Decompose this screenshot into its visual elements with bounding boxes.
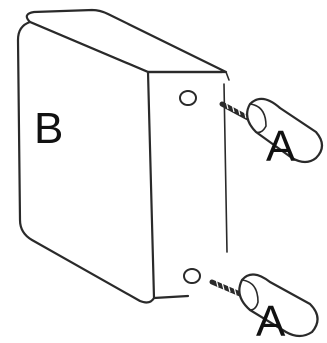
- screw-thread-top: [225, 100, 247, 119]
- screw-thread-bottom: [215, 278, 237, 296]
- box-bottom-edge: [152, 294, 190, 300]
- anchor-bottom: [209, 273, 319, 338]
- cylinder-bottom-body: [238, 273, 319, 338]
- hole-bottom: [183, 268, 201, 284]
- label-a-bottom: A: [256, 297, 286, 343]
- box-b: [16, 8, 230, 304]
- box-right-edge: [223, 83, 228, 253]
- screw-top: [219, 101, 251, 121]
- box-front-face: [16, 20, 156, 304]
- anchor-top: [219, 97, 324, 164]
- box-top-face: [25, 8, 228, 74]
- cylinder-top-body: [245, 97, 324, 164]
- cylinder-bottom-end: [241, 279, 259, 311]
- label-a-top: A: [266, 122, 296, 171]
- cylinder-top-end: [249, 103, 267, 134]
- label-b: B: [34, 104, 63, 153]
- hole-top: [179, 90, 197, 106]
- box-notch: [225, 71, 230, 81]
